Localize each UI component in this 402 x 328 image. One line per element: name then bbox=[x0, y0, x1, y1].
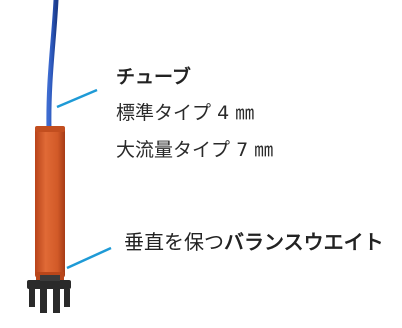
weight-label-bold: バランスウエイト bbox=[224, 230, 384, 254]
tube bbox=[46, 0, 59, 133]
weight-foot bbox=[27, 280, 71, 313]
weight-leader-line bbox=[66, 246, 112, 270]
weight-label: 垂直を保つバランスウエイト bbox=[124, 232, 384, 252]
tube-spec-standard: 標準タイプ 4 ㎜ bbox=[116, 104, 254, 123]
tube-spec-high-flow-label: 大流量タイプ bbox=[116, 139, 231, 161]
tube-spec-standard-size: 4 ㎜ bbox=[217, 102, 255, 124]
tube-spec-standard-label: 標準タイプ bbox=[116, 102, 212, 124]
tube-leader-line bbox=[56, 88, 98, 109]
weight-label-normal: 垂直を保つ bbox=[124, 230, 224, 254]
tube-title: チューブ bbox=[116, 66, 191, 88]
tube-spec-high-flow: 大流量タイプ 7 ㎜ bbox=[116, 141, 273, 160]
tube-spec-high-flow-size: 7 ㎜ bbox=[236, 139, 274, 161]
weight-body bbox=[35, 128, 65, 278]
